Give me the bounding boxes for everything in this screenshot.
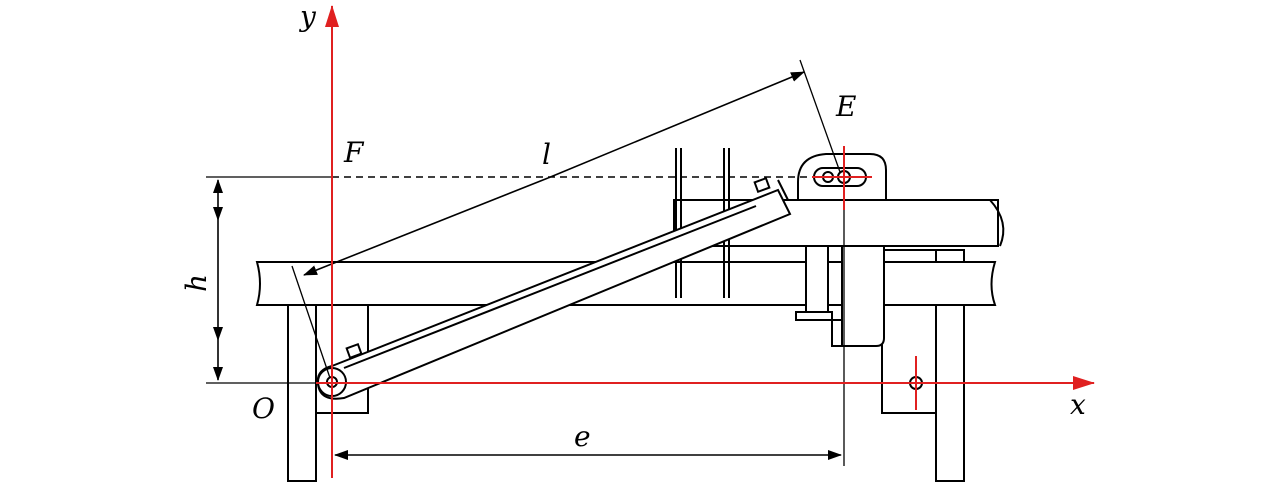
mount-block (841, 245, 885, 347)
dimensions (206, 59, 845, 466)
height-h-label: h (180, 274, 213, 292)
left-leg (287, 304, 317, 482)
arm-small-block (345, 342, 363, 360)
carriage-right-edge (989, 199, 1005, 247)
y-axis-label: y (298, 0, 317, 33)
l-right-extension (799, 59, 841, 173)
angle-bracket (795, 311, 843, 347)
x-axis-label: x (1070, 388, 1086, 421)
l-dimension-lower (303, 177, 549, 276)
length-l-label: l (542, 138, 551, 171)
point-f-label: F (343, 136, 365, 169)
arm-end-tick (777, 179, 789, 201)
l-left-extension (291, 265, 331, 379)
origin-label: O (252, 392, 275, 425)
axes (316, 5, 1095, 478)
point-e-label: E (835, 90, 856, 123)
arm-inner-line (343, 205, 757, 369)
distance-e-label: e (574, 420, 591, 453)
upper-carriage (673, 148, 1005, 347)
support-post (805, 245, 829, 313)
l-dimension-upper (547, 71, 805, 179)
arm-end-block (753, 176, 771, 194)
